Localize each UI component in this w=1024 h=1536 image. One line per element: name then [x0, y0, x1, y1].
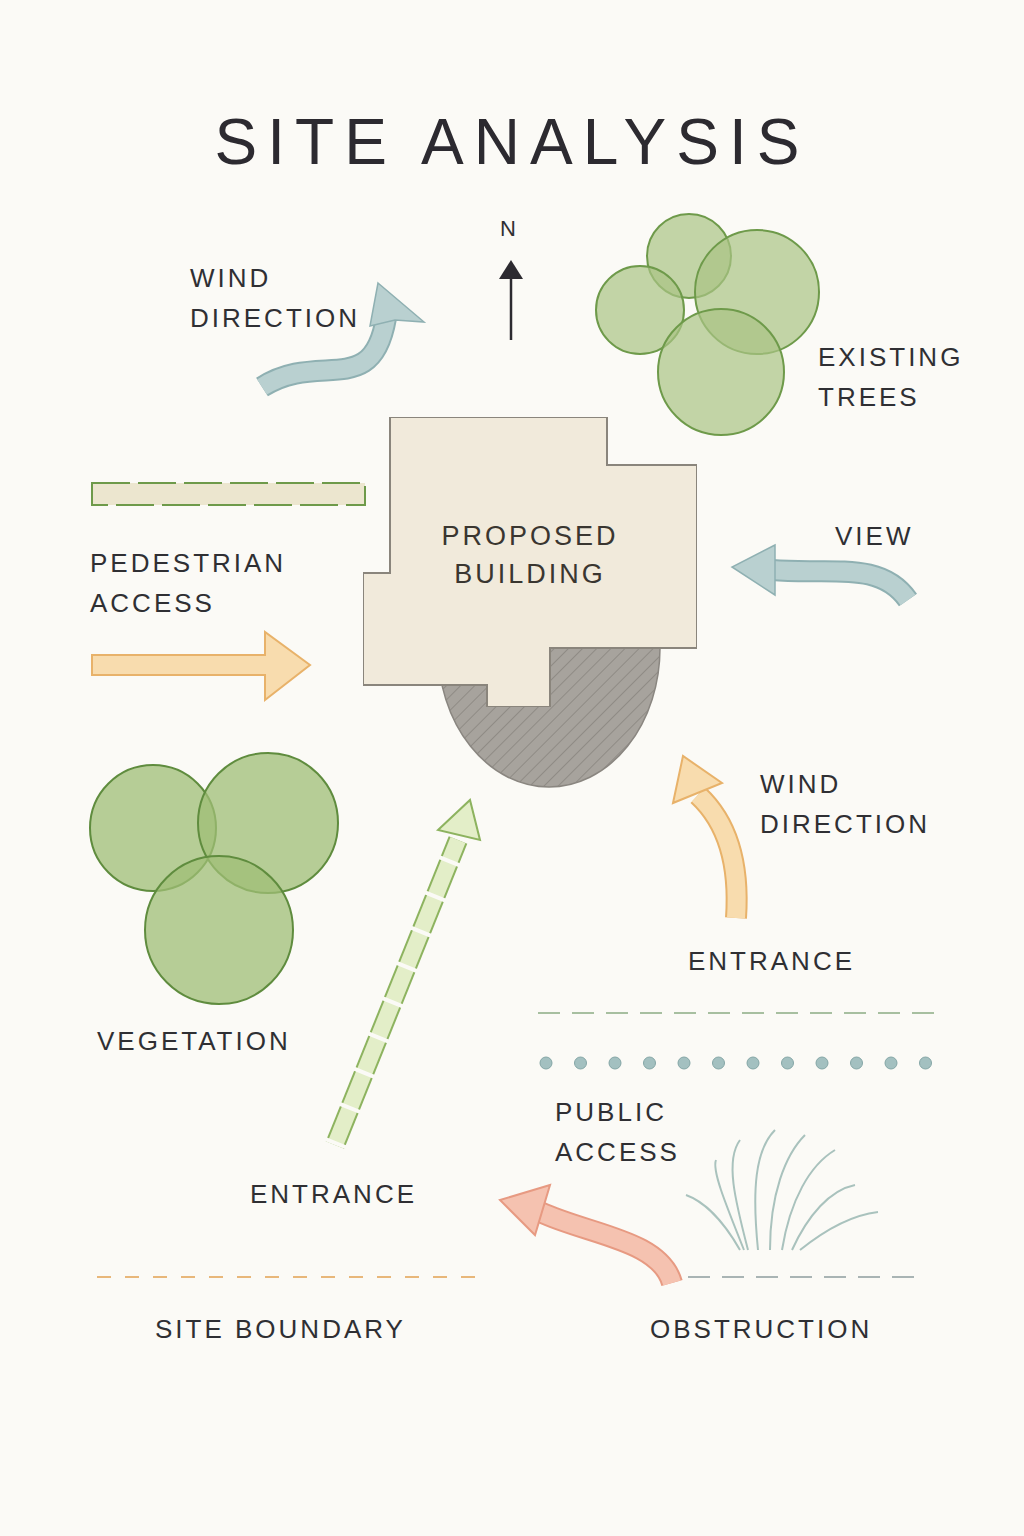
- wind-arrow: [673, 756, 737, 918]
- entrance-label: ENTRANCE: [688, 941, 855, 981]
- view-arrow: [732, 545, 908, 600]
- dot: [885, 1057, 897, 1069]
- dot: [747, 1057, 759, 1069]
- wind-arrow: [262, 283, 424, 387]
- obstruction-arrow: [500, 1185, 672, 1283]
- pedestrian-band: [92, 483, 365, 505]
- existing-trees: [596, 214, 819, 435]
- public-access-label: PUBLIC ACCESS: [555, 1092, 720, 1172]
- dashed-line: [688, 1276, 922, 1278]
- dot: [816, 1057, 828, 1069]
- building-footprint: PROPOSED BUILDING: [363, 417, 697, 707]
- pedestrian-arrow: [92, 632, 310, 700]
- obstruction-label: OBSTRUCTION: [650, 1309, 872, 1349]
- pedestrian-label: PEDESTRIAN ACCESS: [90, 543, 335, 623]
- building-label: PROPOSED BUILDING: [363, 517, 697, 593]
- public-access-dots: [540, 1057, 932, 1069]
- grass-obstruction: [686, 1130, 878, 1250]
- vegetation-label: VEGETATION: [97, 1021, 291, 1061]
- entrance-arrow: [335, 800, 480, 1145]
- vegetation: [90, 753, 338, 1004]
- north-label: N: [500, 209, 519, 249]
- trees-label: EXISTING TREES: [818, 337, 1013, 417]
- dot: [678, 1057, 690, 1069]
- dot: [782, 1057, 794, 1069]
- dot: [609, 1057, 621, 1069]
- wind-label: WIND DIRECTION: [190, 258, 405, 338]
- north-arrow: [499, 260, 523, 340]
- dot: [713, 1057, 725, 1069]
- dot: [575, 1057, 587, 1069]
- entrance-label: ENTRANCE: [250, 1174, 417, 1214]
- view-label: VIEW: [835, 516, 913, 556]
- boundary-label: SITE BOUNDARY: [155, 1309, 406, 1349]
- dashed-line: [538, 1012, 935, 1014]
- dot: [540, 1057, 552, 1069]
- title: SITE ANALYSIS: [0, 105, 1024, 179]
- wind-label: WIND DIRECTION: [760, 764, 975, 844]
- dot: [851, 1057, 863, 1069]
- dot: [644, 1057, 656, 1069]
- site-boundary-line: [97, 1276, 475, 1278]
- dot: [920, 1057, 932, 1069]
